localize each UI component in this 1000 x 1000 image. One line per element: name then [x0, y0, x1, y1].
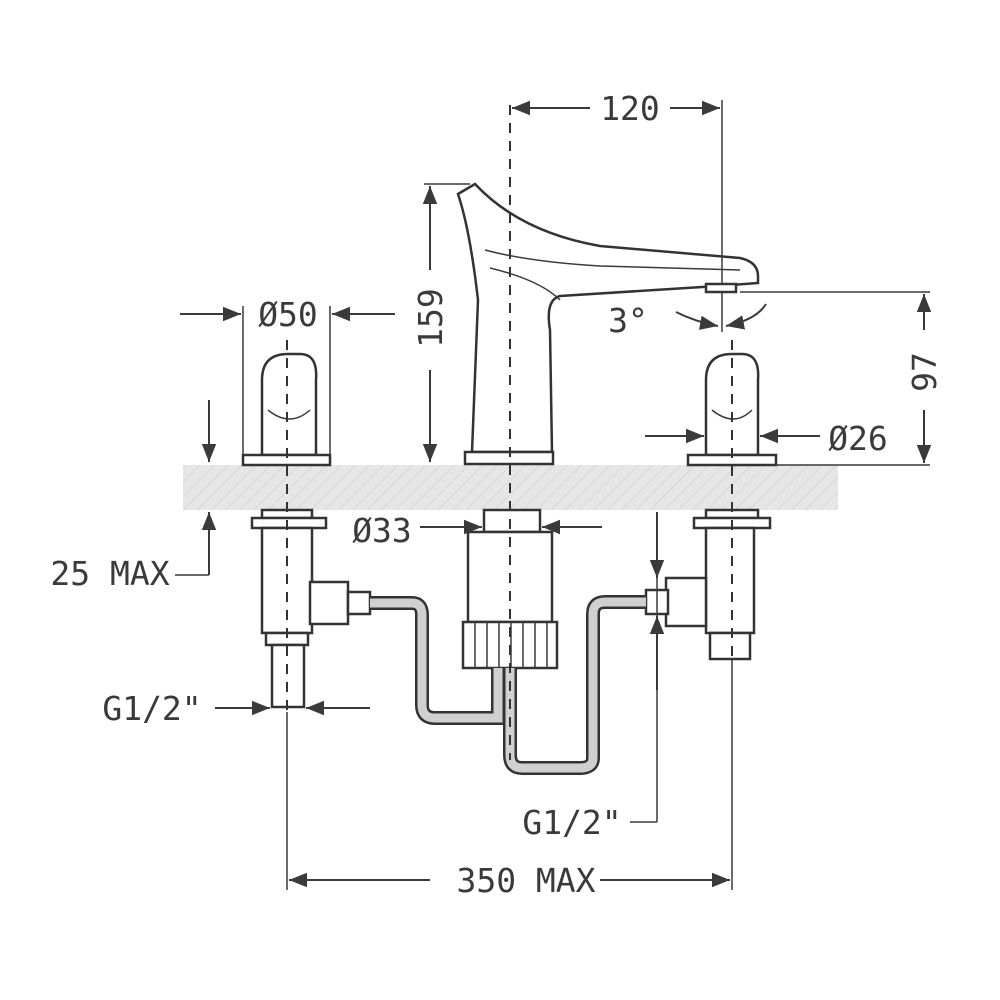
dim-stem-diameter: Ø26 — [645, 419, 888, 458]
dim-spout-height: 159 — [411, 183, 470, 462]
center-axes — [286, 105, 733, 760]
dim-inlet-right: G1/2" — [522, 512, 665, 842]
dim-outlet-height-label: 97 — [905, 352, 944, 392]
right-handle — [644, 352, 778, 661]
dim-handle-diameter-label: Ø50 — [258, 295, 318, 334]
dim-shank-diameter-label: Ø33 — [352, 511, 412, 550]
dim-outlet-height: 97 — [740, 291, 944, 466]
dim-angle: 3° — [608, 292, 767, 340]
left-handle — [241, 352, 372, 709]
dim-overall-spread: 350 MAX — [286, 660, 733, 900]
dim-inlet-right-label: G1/2" — [522, 803, 621, 842]
dim-deck-thickness: 25 MAX — [50, 400, 217, 593]
dim-deck-thickness-label: 25 MAX — [50, 554, 169, 593]
dim-spout-reach: 120 — [512, 89, 723, 284]
dim-inlet-left: G1/2" — [102, 689, 370, 728]
dim-handle-diameter: Ø50 — [180, 295, 395, 455]
dim-angle-label: 3° — [608, 301, 648, 340]
dim-spout-reach-label: 120 — [600, 89, 660, 128]
dim-stem-diameter-label: Ø26 — [828, 419, 888, 458]
supply-hoses — [370, 595, 646, 775]
dim-shank-diameter: Ø33 — [352, 511, 602, 550]
dim-spout-height-label: 159 — [411, 288, 450, 348]
dim-overall-spread-label: 350 MAX — [456, 861, 595, 900]
dim-inlet-left-label: G1/2" — [102, 689, 201, 728]
